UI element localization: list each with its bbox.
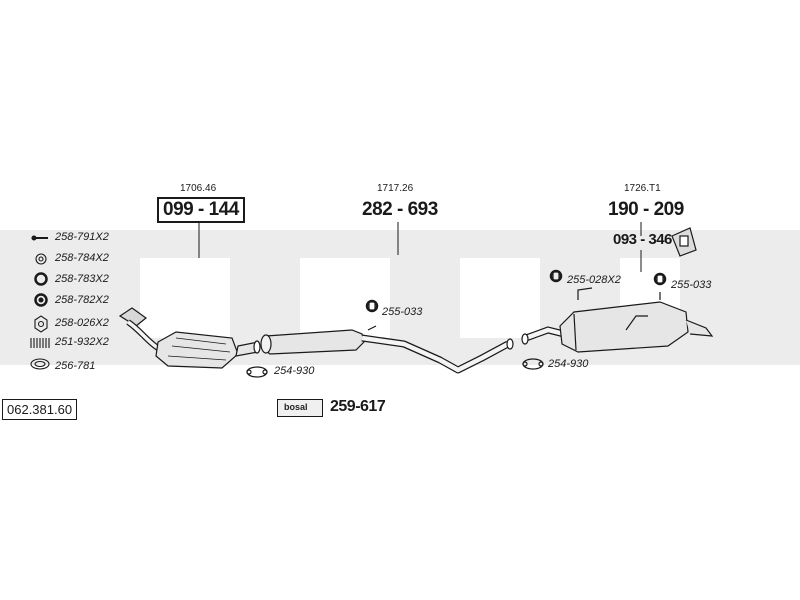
catalog-reference: 062.381.60 — [2, 399, 78, 420]
clamp-icon — [522, 358, 544, 370]
hanger-icon — [549, 269, 563, 283]
spring-icon — [30, 338, 50, 348]
rubber-mount-bracket — [671, 227, 697, 257]
rear-clamp-label: 254-930 — [548, 358, 589, 370]
oem-number-middle: 1717.26 — [377, 183, 414, 194]
catalytic-converter — [118, 307, 261, 369]
fitting-label: 258-783X2 — [55, 273, 109, 285]
rear-hanger-label: 255-033 — [671, 279, 712, 291]
washer-icon — [35, 253, 47, 265]
fitting-label: 256-781 — [55, 360, 96, 372]
bracket-part-number: 093 - 346 — [613, 231, 672, 248]
leader-lines — [198, 222, 642, 272]
ring-icon — [34, 293, 48, 307]
hanger-icon — [653, 272, 667, 286]
ring-icon — [34, 272, 48, 286]
mounting-kit-icon: bosal — [277, 399, 323, 417]
rear-silencer — [521, 287, 714, 353]
bolt-icon — [31, 235, 48, 241]
nut-icon — [34, 315, 48, 333]
front-clamp-label: 254-930 — [274, 365, 315, 377]
oem-number-rear: 1726.T1 — [624, 183, 661, 194]
brand-logo: bosal — [284, 402, 308, 412]
mid-hanger-label: 255-033 — [382, 306, 423, 318]
fitting-label: 258-791X2 — [55, 231, 109, 243]
mounting-kit-part-number: 259-617 — [330, 398, 386, 415]
fitting-label: 258-784X2 — [55, 252, 109, 264]
hanger-icon — [365, 299, 379, 313]
fittings-icons — [30, 235, 50, 370]
gasket-icon — [30, 358, 50, 370]
fitting-label: 258-782X2 — [55, 294, 109, 306]
center-silencer — [260, 325, 514, 374]
mount-icons — [246, 269, 667, 378]
part-number-front: 099 - 144 — [157, 197, 245, 223]
fitting-label: 258-026X2 — [55, 317, 109, 329]
clamp-icon — [246, 366, 268, 378]
oem-number-front: 1706.46 — [180, 183, 217, 194]
part-number-middle: 282 - 693 — [362, 199, 438, 220]
part-number-rear: 190 - 209 — [608, 199, 684, 220]
fitting-label: 251-932X2 — [55, 336, 109, 348]
rear-hangers-label: 255-028X2 — [567, 274, 621, 286]
